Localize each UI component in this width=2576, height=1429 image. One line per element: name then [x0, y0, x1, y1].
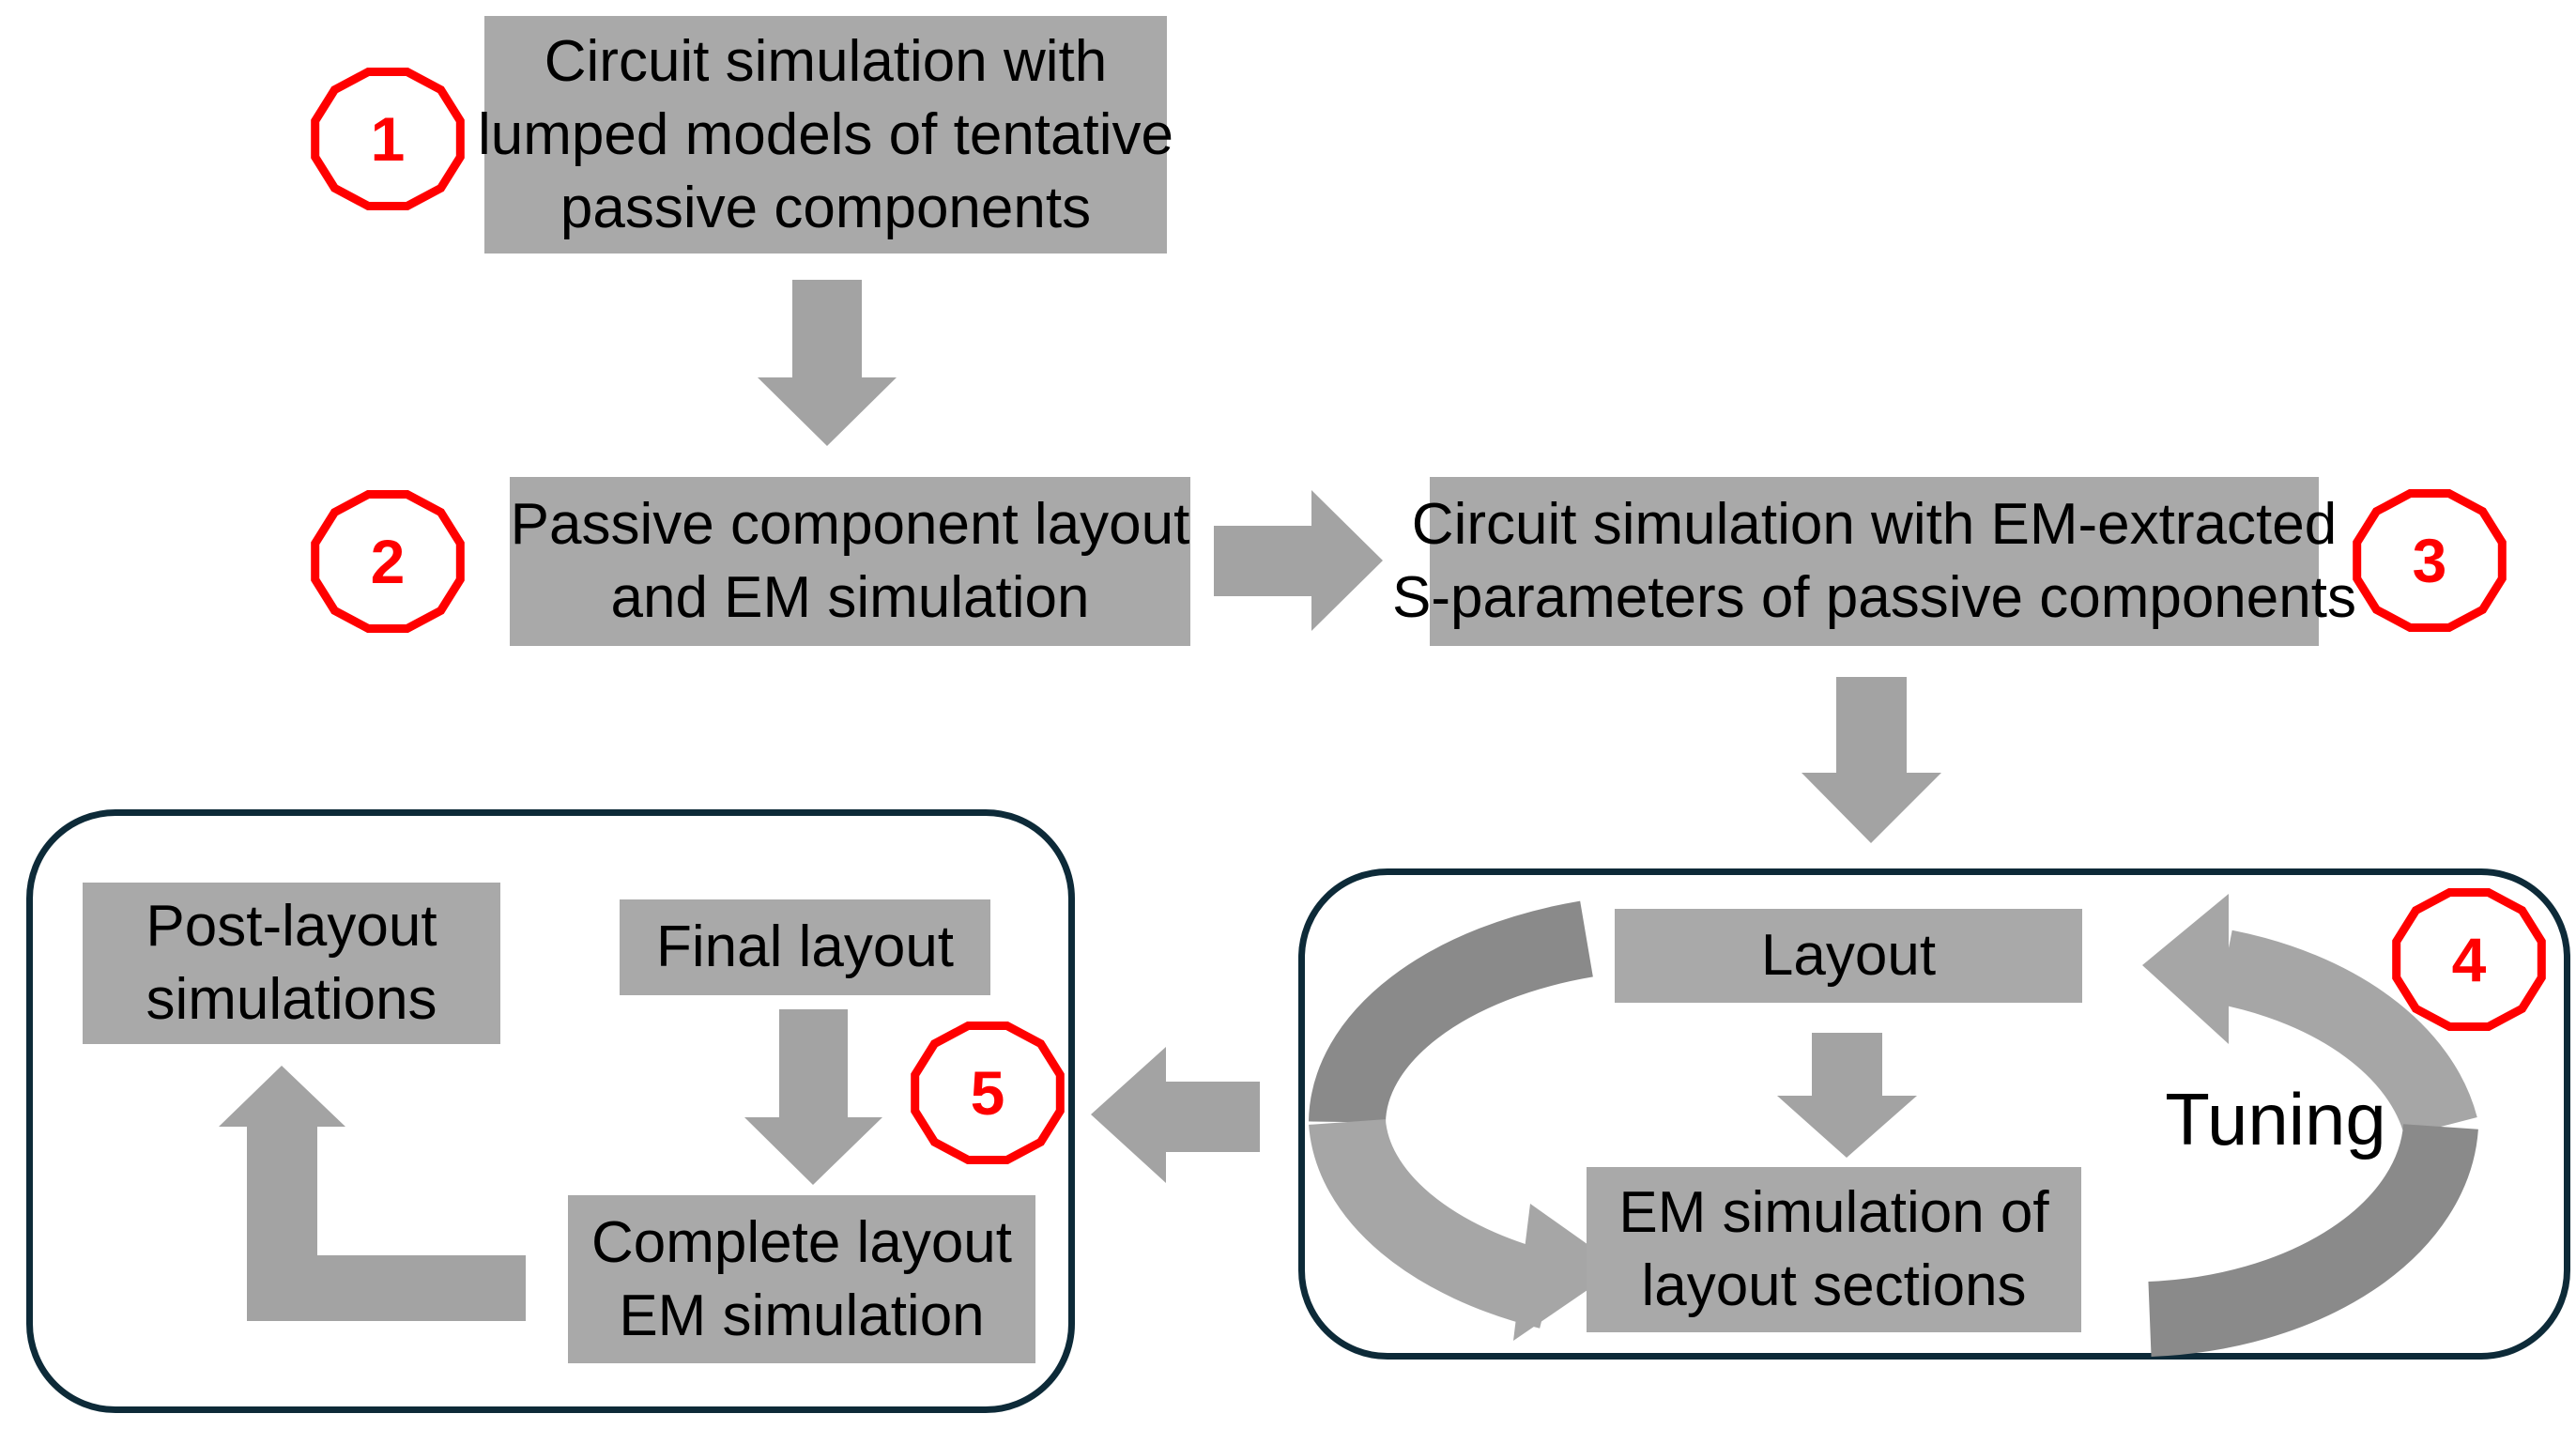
- tuning-loop-stage-container: [1298, 868, 2570, 1360]
- step-3-badge-number: 3: [2413, 526, 2447, 595]
- arrow-step2-to-step3-icon: [1214, 490, 1383, 631]
- arrow-step1-to-step2-icon: [758, 280, 897, 446]
- straight-arrows: [219, 280, 1941, 1321]
- left-loop-arrow-light-segment: [1309, 1117, 1559, 1329]
- arrow-step3-to-loop-icon: [1802, 677, 1941, 843]
- left-loop-arrow-dark-segment: [1309, 900, 1593, 1124]
- step-5-badge-number: 5: [971, 1058, 1005, 1128]
- step-2-badge-number: 2: [371, 527, 406, 596]
- elbow-arrow-complete-to-post-icon: [219, 1066, 526, 1321]
- step-1-badge-number: 1: [371, 104, 406, 174]
- step-4-badge-number: 4: [2452, 925, 2487, 994]
- right-loop-arrow-dark-segment: [2148, 1123, 2478, 1357]
- right-loop-arrowhead-icon: [2142, 894, 2229, 1044]
- post-layout-stage-container: [26, 809, 1075, 1413]
- box-layout: Layout: [1615, 909, 2082, 1003]
- arrow-final-to-complete-icon: [744, 1009, 882, 1185]
- arrow-loop-to-step5-icon: [1091, 1047, 1260, 1183]
- right-loop-arrow-light-segment: [2217, 930, 2477, 1138]
- left-loop-arrowhead-icon: [1513, 1204, 1620, 1341]
- tuning-label: Tuning: [2165, 1077, 2386, 1160]
- arrow-layout-to-em-icon: [1777, 1033, 1917, 1158]
- box-em-simulation-sections: EM simulation of layout sections: [1587, 1167, 2081, 1332]
- box-post-layout-simulations: Post-layout simulations: [83, 883, 500, 1044]
- box-circuit-simulation-em-extracted: Circuit simulation with EM-extracted S-p…: [1392, 477, 2356, 646]
- box-circuit-simulation-lumped: Circuit simulation with lumped models of…: [478, 16, 1173, 254]
- box-final-layout: Final layout: [620, 899, 990, 995]
- box-passive-component-layout: Passive component layout and EM simulati…: [510, 477, 1190, 646]
- box-complete-layout-em-simulation: Complete layout EM simulation: [568, 1195, 1035, 1363]
